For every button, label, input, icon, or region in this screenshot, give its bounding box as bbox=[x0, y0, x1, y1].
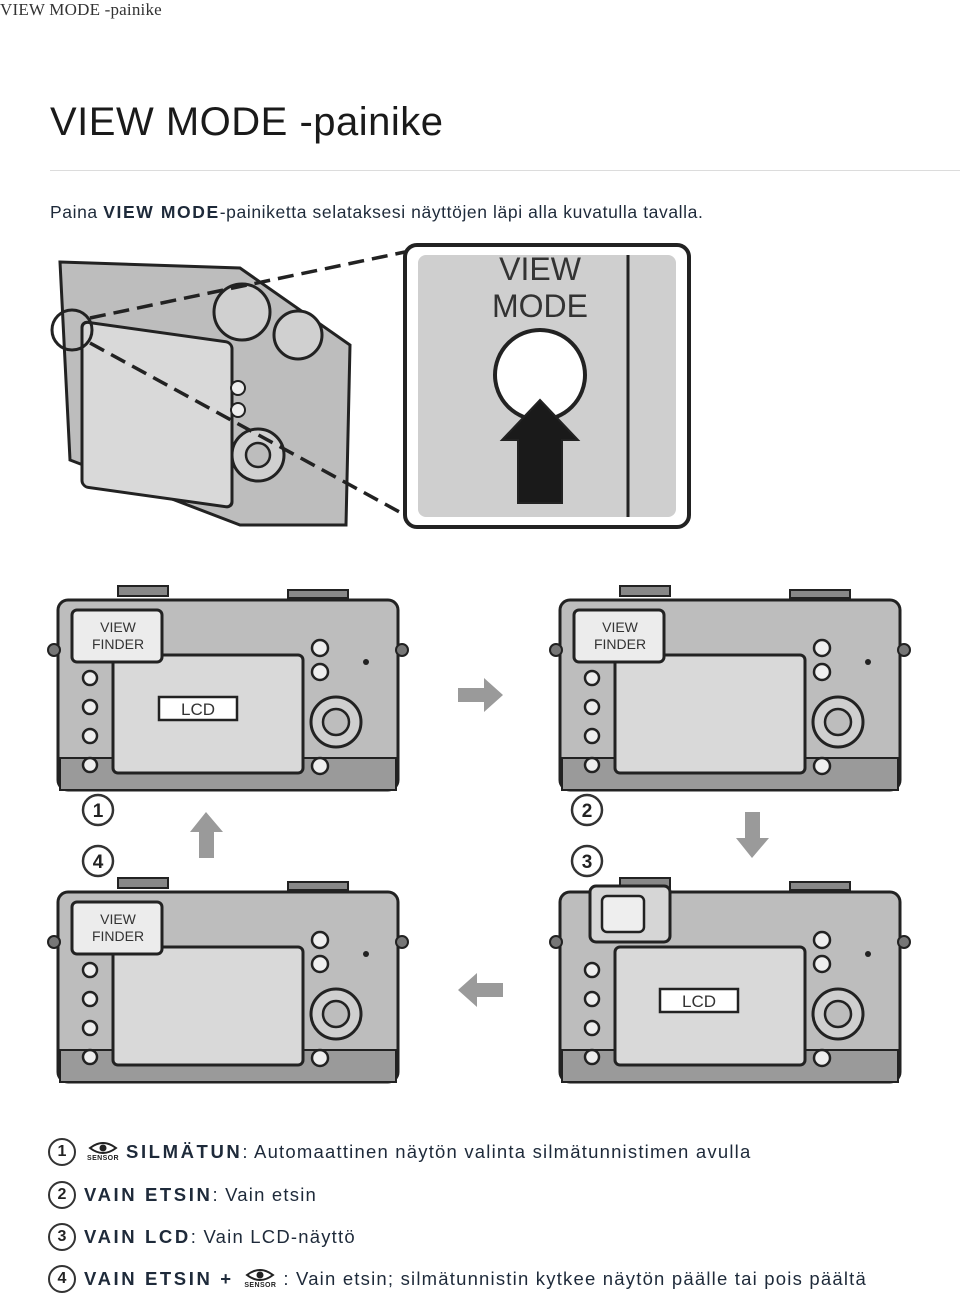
lcd-label: LCD bbox=[181, 700, 215, 719]
cycle-number-1: 1 bbox=[81, 793, 115, 827]
viewfinder-label-line1: VIEW bbox=[602, 619, 639, 635]
legend-row-4: 4 VAIN ETSIN + SENSOR : Vain etsin; silm… bbox=[48, 1264, 867, 1294]
legend-row-1: 1 SENSOR SILMÄTUN: Automaattinen näytön … bbox=[48, 1137, 751, 1167]
arrow-down-icon bbox=[736, 812, 769, 858]
legend-mode: VAIN ETSIN bbox=[84, 1268, 213, 1289]
svg-text:1: 1 bbox=[93, 801, 104, 822]
legend-desc: : Vain etsin; silmätunnistin kytkee näyt… bbox=[283, 1268, 867, 1289]
legend-plus: + bbox=[212, 1268, 242, 1289]
intro-paragraph: Paina VIEW MODE-painiketta selataksesi n… bbox=[50, 202, 703, 223]
legend-row-3: 3 VAIN LCD: Vain LCD-näyttö bbox=[48, 1222, 356, 1252]
intro-prefix: Paina bbox=[50, 202, 104, 222]
cycle-number-4: 4 bbox=[81, 844, 115, 878]
legend-desc: : Vain LCD-näyttö bbox=[190, 1226, 356, 1247]
legend-mode: SILMÄTUN bbox=[126, 1141, 243, 1162]
arrow-right-icon bbox=[458, 678, 503, 712]
view-mode-button-closeup: VIEW MODE bbox=[403, 243, 691, 529]
legend-desc: : Automaattinen näytön valinta silmätunn… bbox=[242, 1141, 752, 1162]
legend-mode: VAIN LCD bbox=[84, 1226, 191, 1247]
cycle-number-2: 2 bbox=[570, 793, 604, 827]
viewfinder-label-line1: VIEW bbox=[100, 619, 137, 635]
closeup-label-line2: MODE bbox=[492, 288, 588, 324]
svg-text:4: 4 bbox=[93, 852, 104, 873]
intro-button-name: VIEW MODE bbox=[103, 202, 220, 222]
legend-desc: : Vain etsin bbox=[212, 1184, 318, 1205]
legend-mode: VAIN ETSIN bbox=[84, 1184, 213, 1205]
legend-row-2: 2 VAIN ETSIN: Vain etsin bbox=[48, 1180, 317, 1210]
arrow-left-icon bbox=[458, 973, 503, 1007]
document-tab-title: VIEW MODE -painike bbox=[0, 0, 162, 19]
legend-number: 1 bbox=[48, 1138, 76, 1166]
viewfinder-label-line2: FINDER bbox=[92, 636, 144, 652]
viewfinder-label-line2: FINDER bbox=[92, 928, 144, 944]
eye-sensor-icon: SENSOR bbox=[243, 1268, 277, 1290]
svg-text:2: 2 bbox=[582, 801, 593, 822]
title-divider bbox=[50, 170, 960, 171]
camera-mode-3: LCD bbox=[548, 876, 912, 1084]
camera-mode-2: VIEW FINDER bbox=[548, 584, 912, 792]
cycle-number-3: 3 bbox=[570, 844, 604, 878]
svg-text:3: 3 bbox=[582, 852, 593, 873]
legend-number: 2 bbox=[48, 1181, 76, 1209]
lcd-label: LCD bbox=[682, 992, 716, 1011]
legend-number: 3 bbox=[48, 1223, 76, 1251]
legend-number: 4 bbox=[48, 1265, 76, 1293]
closeup-label-line1: VIEW bbox=[499, 251, 582, 287]
viewfinder-label-line1: VIEW bbox=[100, 911, 137, 927]
eye-sensor-icon: SENSOR bbox=[86, 1141, 120, 1163]
camera-mode-1: VIEW FINDER LCD bbox=[46, 584, 410, 792]
page-title: VIEW MODE -painike bbox=[50, 100, 444, 144]
intro-suffix: -painiketta selataksesi näyttöjen läpi a… bbox=[219, 202, 704, 222]
camera-mode-4: VIEW FINDER bbox=[46, 876, 410, 1084]
camera-angled-drawing bbox=[50, 250, 406, 527]
arrow-up-icon bbox=[190, 812, 223, 858]
viewfinder-label-line2: FINDER bbox=[594, 636, 646, 652]
